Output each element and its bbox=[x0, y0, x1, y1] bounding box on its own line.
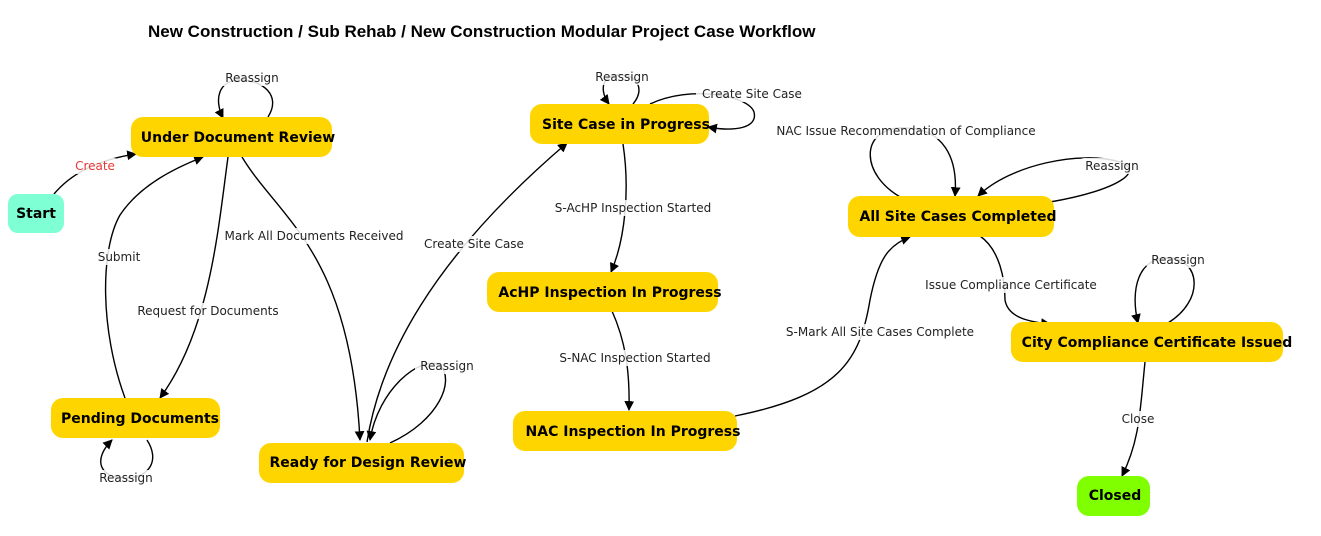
state-under-document-review-label: Under Document Review bbox=[141, 130, 335, 146]
label-create-site-case-loop[interactable]: Create Site Case bbox=[696, 86, 808, 102]
label-reassign-all-site-cases[interactable]: Reassign bbox=[1080, 158, 1142, 174]
label-submit-text: Submit bbox=[98, 250, 141, 264]
state-pending-documents-label: Pending Documents bbox=[61, 411, 219, 427]
label-submit[interactable]: Submit bbox=[94, 249, 144, 265]
label-mark-all-documents-received-text: Mark All Documents Received bbox=[225, 229, 404, 243]
state-site-case-in-progress-box bbox=[530, 104, 709, 144]
state-all-site-cases-completed-box bbox=[848, 196, 1054, 237]
state-start[interactable]: Start bbox=[8, 194, 64, 233]
label-s-mark-all-site-cases-complete-text: S-Mark All Site Cases Complete bbox=[786, 325, 974, 339]
state-achp-inspection-in-progress-label: AcHP Inspection In Progress bbox=[498, 285, 721, 301]
label-reassign-all-site-cases-text: Reassign bbox=[1085, 159, 1139, 173]
label-reassign-under-document-review-text: Reassign bbox=[225, 71, 279, 85]
state-start-box bbox=[8, 194, 64, 233]
label-reassign-ready-for-design-review[interactable]: Reassign bbox=[415, 358, 477, 374]
label-reassign-site-case-text: Reassign bbox=[595, 70, 649, 84]
state-nac-inspection-in-progress-label: NAC Inspection In Progress bbox=[526, 424, 741, 440]
label-create[interactable]: Create bbox=[72, 158, 118, 174]
label-close-text: Close bbox=[1122, 412, 1155, 426]
state-city-compliance-certificate-issued[interactable]: City Compliance Certificate Issued bbox=[1011, 322, 1292, 362]
edge-submit bbox=[104, 155, 204, 399]
label-nac-issue-recommendation-of-compliance[interactable]: NAC Issue Recommendation of Compliance bbox=[770, 123, 1042, 139]
label-create-text: Create bbox=[75, 159, 115, 173]
label-reassign-pending-documents[interactable]: Reassign bbox=[94, 470, 156, 486]
label-issue-compliance-certificate-text: Issue Compliance Certificate bbox=[925, 278, 1097, 292]
edge-reassign-ready-for-design-review bbox=[366, 362, 447, 444]
state-pending-documents-box bbox=[51, 398, 220, 438]
state-start-label: Start bbox=[16, 206, 56, 222]
state-ready-for-design-review-box bbox=[259, 443, 464, 483]
state-pending-documents[interactable]: Pending Documents bbox=[51, 398, 220, 438]
label-reassign-city-compliance-text: Reassign bbox=[1151, 253, 1205, 267]
label-create-site-case[interactable]: Create Site Case bbox=[418, 236, 530, 252]
edge-create-site-case-loop bbox=[649, 93, 756, 134]
label-reassign-site-case[interactable]: Reassign bbox=[590, 69, 652, 85]
label-s-nac-inspection-started[interactable]: S-NAC Inspection Started bbox=[553, 350, 717, 366]
state-under-document-review[interactable]: Under Document Review bbox=[131, 117, 335, 157]
label-reassign-ready-for-design-review-text: Reassign bbox=[420, 359, 474, 373]
label-close[interactable]: Close bbox=[1116, 411, 1160, 427]
states: Start Under Document Review Pending Docu… bbox=[8, 104, 1292, 516]
state-site-case-in-progress[interactable]: Site Case in Progress bbox=[530, 104, 710, 144]
label-request-for-documents-text: Request for Documents bbox=[137, 304, 278, 318]
state-closed-box bbox=[1077, 476, 1150, 516]
state-ready-for-design-review-label: Ready for Design Review bbox=[270, 455, 467, 471]
label-create-site-case-text: Create Site Case bbox=[424, 237, 524, 251]
label-request-for-documents[interactable]: Request for Documents bbox=[134, 303, 282, 319]
state-site-case-in-progress-label: Site Case in Progress bbox=[542, 117, 710, 133]
state-all-site-cases-completed[interactable]: All Site Cases Completed bbox=[848, 196, 1057, 237]
edge-issue-compliance-certificate bbox=[979, 235, 1051, 328]
label-reassign-under-document-review[interactable]: Reassign bbox=[220, 70, 282, 86]
state-closed[interactable]: Closed bbox=[1077, 476, 1150, 516]
diagram-title: New Construction / Sub Rehab / New Const… bbox=[148, 22, 816, 41]
label-s-achp-inspection-started-text: S-AcHP Inspection Started bbox=[555, 201, 711, 215]
state-city-compliance-certificate-issued-label: City Compliance Certificate Issued bbox=[1022, 335, 1293, 351]
edge-labels: Create Reassign Submit Mark All Document… bbox=[72, 69, 1208, 486]
label-reassign-city-compliance[interactable]: Reassign bbox=[1146, 252, 1208, 268]
edge-mark-all-documents-received bbox=[241, 156, 365, 441]
label-s-nac-inspection-started-text: S-NAC Inspection Started bbox=[559, 351, 710, 365]
state-city-compliance-certificate-issued-box bbox=[1011, 322, 1283, 362]
label-reassign-pending-documents-text: Reassign bbox=[99, 471, 153, 485]
label-create-site-case-loop-text: Create Site Case bbox=[702, 87, 802, 101]
label-mark-all-documents-received[interactable]: Mark All Documents Received bbox=[220, 228, 408, 244]
edge-request-for-documents bbox=[159, 156, 229, 399]
label-s-achp-inspection-started[interactable]: S-AcHP Inspection Started bbox=[548, 200, 718, 216]
label-issue-compliance-certificate[interactable]: Issue Compliance Certificate bbox=[920, 277, 1102, 293]
state-nac-inspection-in-progress[interactable]: NAC Inspection In Progress bbox=[513, 411, 740, 451]
state-all-site-cases-completed-label: All Site Cases Completed bbox=[859, 209, 1056, 225]
label-s-mark-all-site-cases-complete[interactable]: S-Mark All Site Cases Complete bbox=[778, 324, 982, 340]
edge-s-mark-all-site-cases-complete bbox=[734, 235, 911, 417]
edge-create-site-case bbox=[366, 142, 568, 443]
label-nac-issue-recommendation-of-compliance-text: NAC Issue Recommendation of Compliance bbox=[776, 124, 1035, 138]
state-closed-label: Closed bbox=[1089, 488, 1142, 504]
state-achp-inspection-in-progress-box bbox=[487, 272, 718, 312]
state-achp-inspection-in-progress[interactable]: AcHP Inspection In Progress bbox=[487, 272, 722, 312]
state-under-document-review-box bbox=[131, 117, 332, 157]
state-ready-for-design-review[interactable]: Ready for Design Review bbox=[259, 443, 467, 483]
state-nac-inspection-in-progress-box bbox=[513, 411, 737, 451]
